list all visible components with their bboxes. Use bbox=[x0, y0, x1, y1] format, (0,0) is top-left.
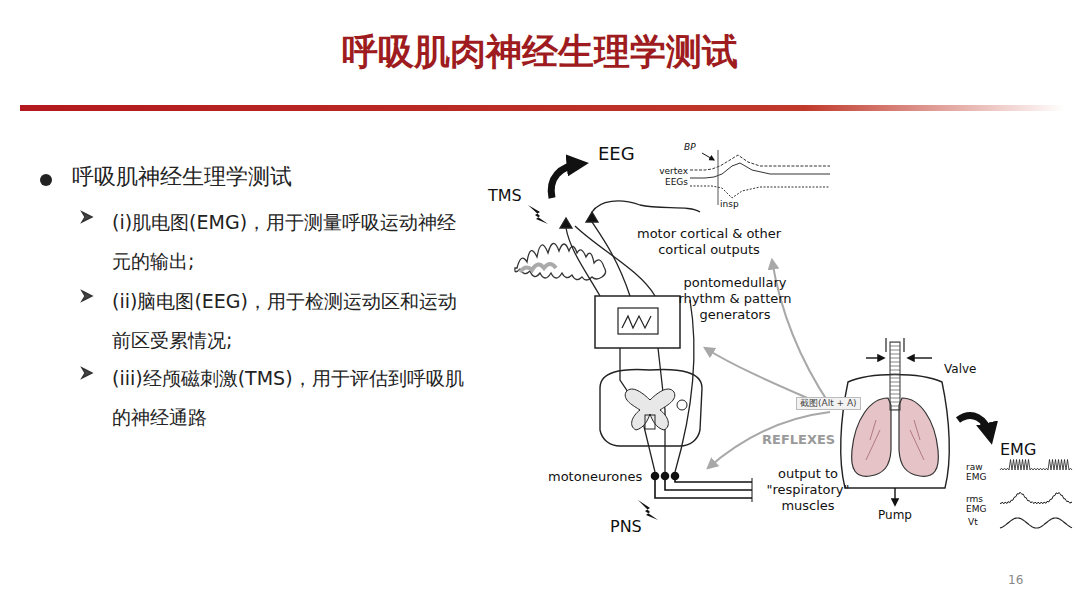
bp-label: BP bbox=[684, 142, 696, 153]
emg-label: EMG bbox=[1000, 440, 1036, 459]
vt-label: Vt bbox=[968, 517, 978, 528]
spinal-canal bbox=[645, 415, 655, 429]
rhythm-wave-icon bbox=[622, 316, 651, 328]
spinal-cord-outline bbox=[600, 370, 702, 446]
pump-arrow bbox=[894, 488, 895, 505]
bullet-item: (ii)脑电图(EEG)，用于检测运动区和运动前区受累情况; bbox=[112, 282, 474, 360]
bullet-item: (i)肌电图(EMG)，用于测量呼吸运动神经元的输出; bbox=[112, 203, 474, 281]
cortical-output-label: motor cortical & other cortical outputs bbox=[634, 226, 784, 258]
rms-emg-label: rms EMG bbox=[966, 494, 998, 514]
muscle-output-label: output to "respiratory" muscles bbox=[758, 466, 858, 514]
raw-emg-label: raw EMG bbox=[966, 462, 998, 482]
rhythm-generator-label: pontomedullary rhythm & pattern generato… bbox=[672, 275, 798, 323]
reflexes-label: REFLEXES bbox=[762, 432, 835, 448]
title-underline bbox=[20, 105, 1065, 111]
emg-traces bbox=[1000, 460, 1072, 528]
slide-title: 呼吸肌肉神经生理学测试 bbox=[0, 28, 1080, 77]
screenshot-watermark: 截图(Alt + A) bbox=[796, 397, 861, 410]
valve-arrow-left bbox=[866, 357, 884, 358]
spinal-tract-dot bbox=[677, 400, 687, 410]
eeg-arrow bbox=[551, 164, 580, 198]
valve-arrow-right bbox=[908, 357, 932, 358]
eeg-label: EEG bbox=[598, 143, 635, 165]
page-number: 16 bbox=[1008, 573, 1023, 587]
vertex-eeg-label: vertex EEGs bbox=[646, 166, 688, 188]
bullet-item: (iii)经颅磁刺激(TMS)，用于评估到呼吸肌的神经通路 bbox=[112, 359, 474, 437]
bronchi bbox=[866, 420, 924, 460]
spinal-gray-matter bbox=[625, 389, 675, 430]
bullet-heading: 呼吸肌神经生理学测试 bbox=[72, 164, 452, 190]
valve-label: Valve bbox=[944, 362, 976, 376]
motoneurons bbox=[652, 473, 753, 503]
rhythm-generator-box bbox=[595, 296, 680, 348]
oscilloscope-icon bbox=[618, 308, 658, 334]
eeg-traces bbox=[690, 150, 830, 205]
pump-label: Pump bbox=[878, 508, 912, 522]
cortex-gray bbox=[520, 264, 556, 272]
emg-arrow bbox=[958, 416, 990, 436]
trachea bbox=[890, 342, 900, 410]
airway-opening bbox=[886, 338, 904, 352]
insp-label: insp bbox=[720, 199, 739, 210]
tms-label: TMS bbox=[488, 186, 522, 205]
sub-bullet-arrows bbox=[82, 212, 92, 378]
pns-label: PNS bbox=[610, 517, 642, 536]
motoneurone-label: motoneurones bbox=[548, 469, 642, 485]
tms-bolt bbox=[528, 205, 548, 224]
bullet-dot bbox=[40, 174, 52, 186]
cortex-outline bbox=[515, 243, 606, 280]
